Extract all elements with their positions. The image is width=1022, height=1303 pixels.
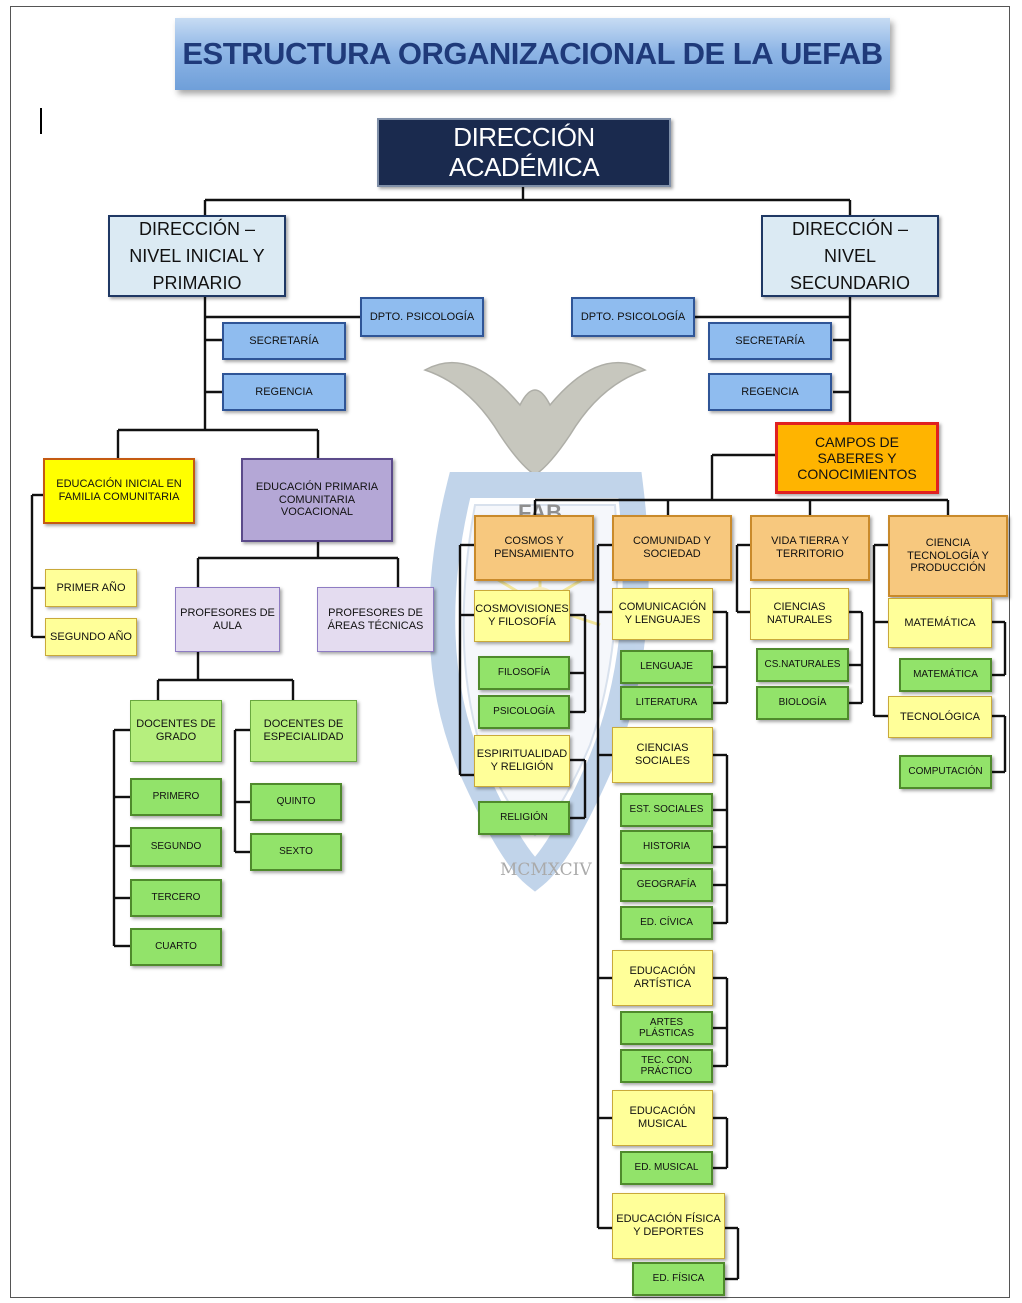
- node-religion: RELIGIÓN: [478, 801, 570, 835]
- node-segundo-ano: SEGUNDO AÑO: [45, 618, 137, 656]
- node-tecnologica: TECNOLÓGICA: [888, 696, 992, 738]
- node-direccion-secundario: DIRECCIÓN – NIVEL SECUNDARIO: [761, 215, 939, 297]
- node-ciencias-sociales: CIENCIAS SOCIALES: [612, 727, 713, 783]
- node-cs-naturales: CS.NATURALES: [756, 648, 849, 682]
- node-ed-civica: ED. CÍVICA: [620, 906, 713, 940]
- node-direccion-academica: DIRECCIÓN ACADÉMICA: [377, 118, 671, 187]
- node-geografia: GEOGRAFÍA: [620, 868, 713, 902]
- node-primer-ano: PRIMER AÑO: [45, 569, 137, 607]
- node-direccion-primario: DIRECCIÓN – NIVEL INICIAL Y PRIMARIO: [108, 215, 286, 297]
- node-tercero: TERCERO: [130, 879, 222, 917]
- node-secretaria-left: SECRETARÍA: [222, 322, 346, 360]
- outer-frame: [10, 6, 1010, 1298]
- node-artes-plasticas: ARTES PLÁSTICAS: [620, 1011, 713, 1045]
- node-espiritualidad: ESPIRITUALIDAD Y RELIGIÓN: [474, 735, 570, 787]
- page-title: ESTRUCTURA ORGANIZACIONAL DE LA UEFAB: [175, 18, 890, 90]
- node-sexto: SEXTO: [250, 833, 342, 871]
- node-vida-tierra: VIDA TIERRA Y TERRITORIO: [750, 515, 870, 581]
- node-biologia: BIOLOGÍA: [756, 686, 849, 720]
- node-ciencia-tecnologia: CIENCIA TECNOLOGÍA Y PRODUCCIÓN: [888, 515, 1008, 597]
- text-cursor-mark: [40, 108, 42, 134]
- shield-icon: [429, 472, 649, 892]
- emblem-year: MCMXCIV: [500, 860, 592, 880]
- node-comunidad-sociedad: COMUNIDAD Y SOCIEDAD: [612, 515, 732, 581]
- node-educacion-artistica: EDUCACIÓN ARTÍSTICA: [612, 950, 713, 1006]
- node-quinto: QUINTO: [250, 783, 342, 821]
- node-literatura: LITERATURA: [620, 686, 713, 720]
- node-psicologia: PSICOLOGÍA: [478, 695, 570, 729]
- node-cuarto: CUARTO: [130, 928, 222, 966]
- node-lenguaje: LENGUAJE: [620, 650, 713, 684]
- node-educacion-musical: EDUCACIÓN MUSICAL: [612, 1090, 713, 1146]
- node-filosofia: FILOSOFÍA: [478, 656, 570, 690]
- node-primero: PRIMERO: [130, 778, 222, 816]
- node-comunicacion-lenguajes: COMUNICACIÓN Y LENGUAJES: [612, 588, 713, 640]
- node-historia: HISTORIA: [620, 830, 713, 864]
- node-tec-con-practico: TEC. CON. PRÁCTICO: [620, 1049, 713, 1083]
- node-secretaria-right: SECRETARÍA: [708, 322, 832, 360]
- node-psicologia-right: DPTO. PSICOLOGÍA: [571, 297, 695, 337]
- node-ed-fisica: ED. FÍSICA: [632, 1262, 725, 1296]
- eagle-icon: [423, 361, 647, 476]
- node-profesores-areas-tecnicas: PROFESORES DE ÁREAS TÉCNICAS: [317, 587, 434, 652]
- node-matematica: MATEMÁTICA: [899, 658, 992, 692]
- node-segundo: SEGUNDO: [130, 827, 222, 867]
- node-docentes-especialidad: DOCENTES DE ESPECIALIDAD: [250, 700, 357, 762]
- node-matematica-parent: MATEMÁTICA: [888, 598, 992, 648]
- node-ciencias-naturales: CIENCIAS NATURALES: [750, 588, 849, 640]
- node-profesores-aula: PROFESORES DE AULA: [175, 587, 280, 652]
- node-computacion: COMPUTACIÓN: [899, 755, 992, 789]
- node-psicologia-left: DPTO. PSICOLOGÍA: [360, 297, 484, 337]
- node-regencia-left: REGENCIA: [222, 373, 346, 411]
- node-cosmos-pensamiento: COSMOS Y PENSAMIENTO: [474, 515, 594, 581]
- node-ed-musical: ED. MUSICAL: [620, 1151, 713, 1185]
- node-cosmovisiones: COSMOVISIONES Y FILOSOFÍA: [474, 590, 570, 642]
- node-campos-saberes: CAMPOS DE SABERES Y CONOCIMIENTOS: [775, 422, 939, 494]
- node-docentes-grado: DOCENTES DE GRADO: [130, 700, 222, 762]
- node-educacion-inicial: EDUCACIÓN INICIAL EN FAMILIA COMUNITARIA: [43, 458, 195, 524]
- node-educacion-primaria: EDUCACIÓN PRIMARIA COMUNITARIA VOCACIONA…: [241, 458, 393, 542]
- node-est-sociales: EST. SOCIALES: [620, 793, 713, 827]
- node-regencia-right: REGENCIA: [708, 373, 832, 411]
- node-educacion-fisica: EDUCACIÓN FÍSICA Y DEPORTES: [612, 1193, 725, 1259]
